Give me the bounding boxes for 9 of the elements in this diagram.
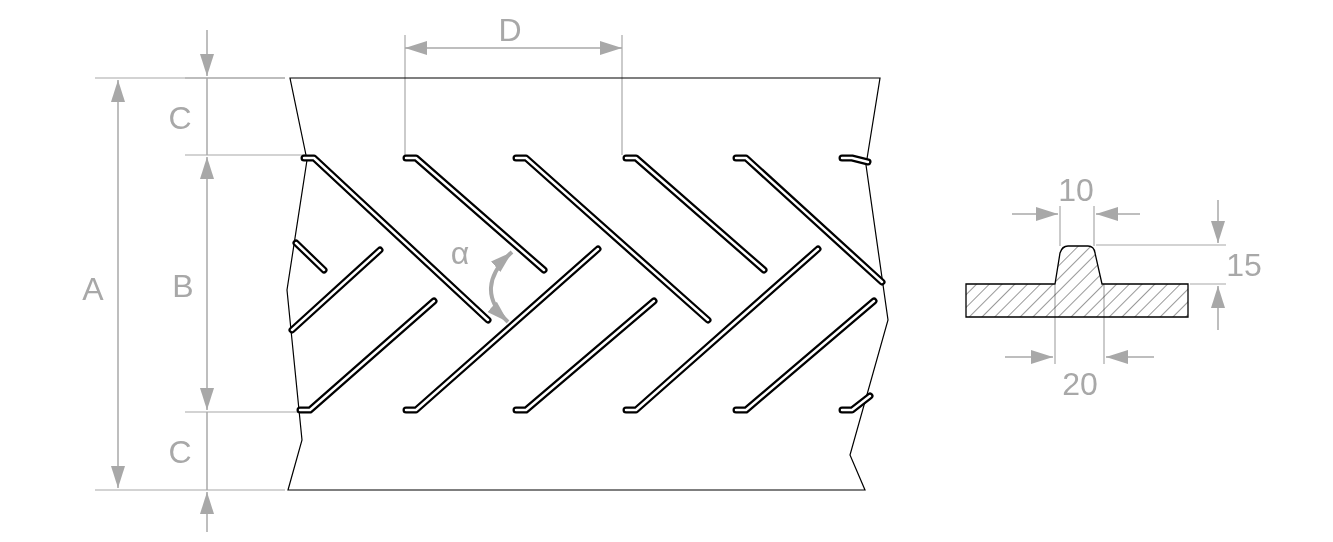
dimension-label: 20 — [1062, 368, 1098, 400]
dimension-label: B — [172, 270, 194, 302]
dimension-label: C — [168, 436, 192, 468]
dimension-label: 10 — [1058, 174, 1094, 206]
dimension-label: D — [498, 14, 522, 46]
angle-label: α — [450, 237, 470, 269]
dimension-label: A — [82, 273, 104, 305]
dimension-label: C — [168, 102, 192, 134]
dimension-label: 15 — [1226, 249, 1262, 281]
